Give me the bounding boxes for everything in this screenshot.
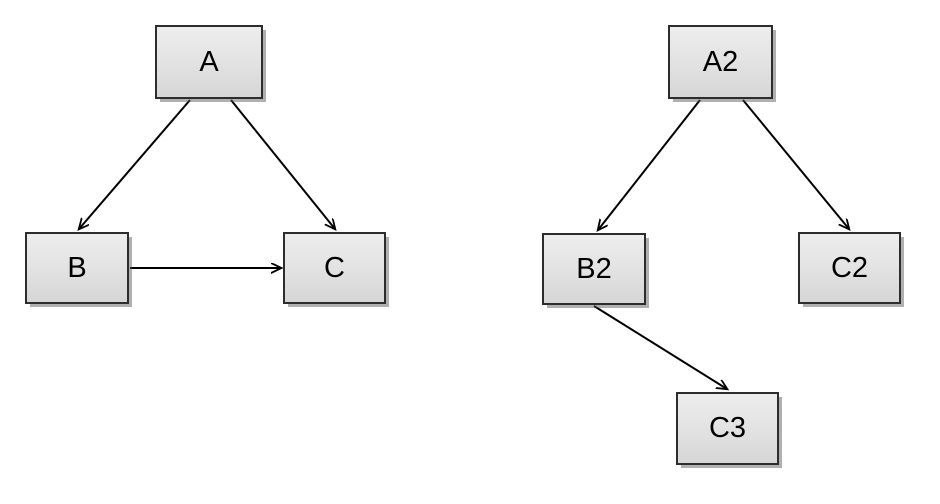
node-label-a: A (199, 45, 219, 78)
edge-a-to-c[interactable] (230, 99, 335, 229)
node-b2[interactable]: B2 (542, 233, 646, 305)
node-c2[interactable]: C2 (798, 232, 901, 304)
node-a2[interactable]: A2 (668, 25, 773, 99)
edge-a-to-b[interactable] (79, 99, 191, 229)
node-label-a2: A2 (702, 45, 739, 78)
edge-a2-to-c2[interactable] (742, 99, 849, 229)
edge-a2-to-b2[interactable] (598, 99, 701, 230)
node-c3[interactable]: C3 (676, 392, 779, 465)
node-a[interactable]: A (155, 25, 263, 99)
node-label-c: C (324, 251, 345, 284)
node-label-b2: B2 (576, 252, 612, 285)
node-c[interactable]: C (283, 232, 386, 304)
node-label-c3: C3 (708, 412, 747, 444)
edge-b2-to-c3[interactable] (593, 305, 727, 389)
node-label-b: B (67, 251, 87, 284)
node-label-c2: C2 (830, 251, 869, 284)
node-b[interactable]: B (25, 232, 129, 304)
